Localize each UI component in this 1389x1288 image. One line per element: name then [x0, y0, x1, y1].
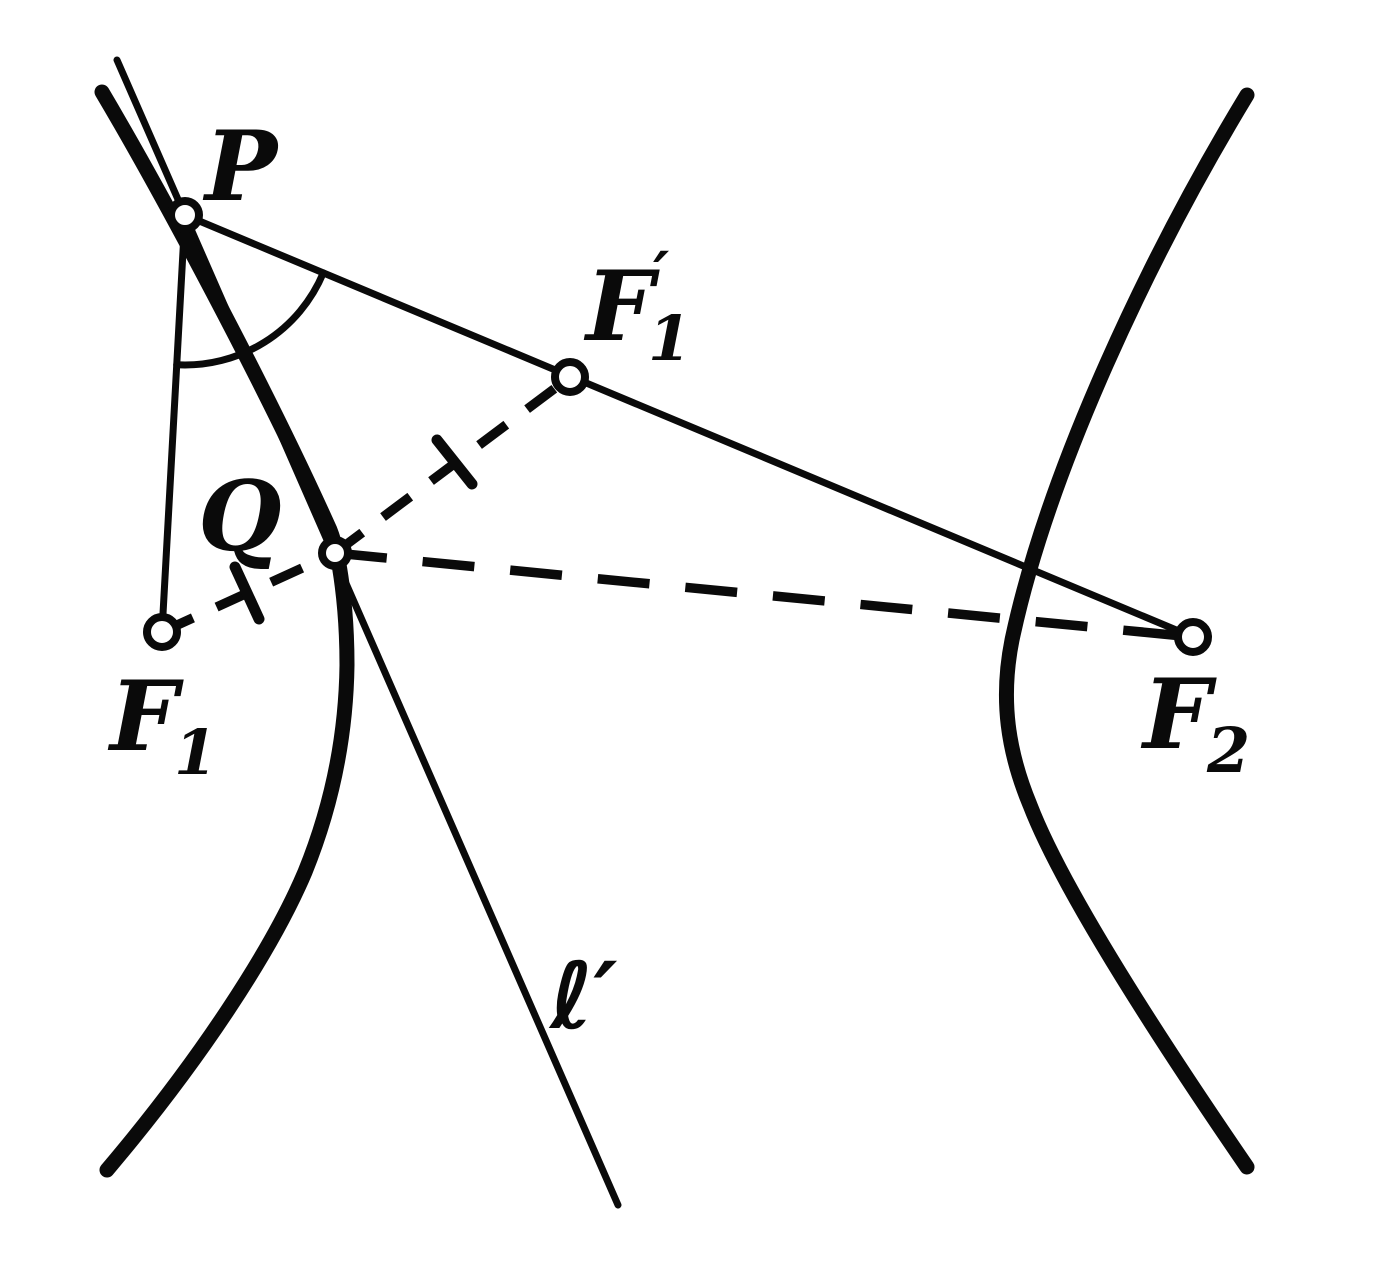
point-F1-prime	[551, 358, 589, 396]
label-F1-prime-base: F	[583, 250, 660, 363]
hyperbola-left-branch	[94, 84, 355, 1178]
hyperbola-right-branch	[998, 87, 1255, 1175]
point-F2	[1174, 618, 1212, 656]
label-l-prime: ℓ′	[548, 942, 618, 1050]
tick-mark-F1-Q	[229, 561, 265, 625]
label-F1-subscript: 1	[174, 716, 217, 789]
label-F1-base: F	[107, 660, 184, 773]
label-F2-subscript: 2	[1206, 714, 1250, 787]
segment-Q-F2	[334, 548, 1194, 642]
segment-F1-Q	[160, 548, 337, 637]
label-P: P	[202, 110, 280, 223]
label-F2-base: F	[1140, 658, 1217, 771]
segment-P-F1	[158, 211, 189, 636]
label-Q: Q	[198, 460, 282, 573]
label-F1-prime: F ′ 1	[583, 238, 691, 375]
label-F1-prime-subscript: 1	[648, 302, 691, 375]
tick-mark-Q-F1-prime	[431, 434, 478, 490]
point-F1	[143, 613, 181, 651]
point-P	[167, 197, 203, 233]
label-F2: F 2	[1140, 658, 1250, 787]
angle-arc-at-P	[173, 269, 327, 369]
line-l-prime	[113, 56, 622, 1209]
label-F1-prime-mark: ′	[653, 238, 669, 311]
point-Q	[318, 536, 352, 570]
label-F1: F 1	[107, 660, 217, 789]
